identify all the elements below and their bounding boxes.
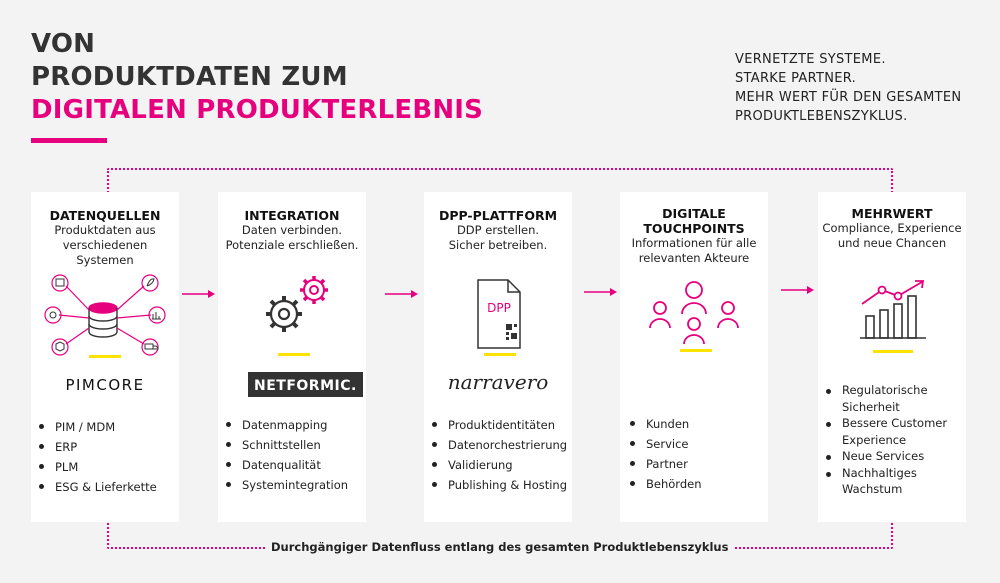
accent-bar (484, 353, 516, 356)
pimcore-logo: PIMCORE (65, 376, 145, 394)
arrow-right-icon (584, 288, 617, 296)
list-item: Partner (628, 454, 701, 474)
accent-bar (680, 349, 712, 352)
dataflow-label: Durchgängiger Datenfluss entlang des ges… (265, 540, 735, 554)
card-mehrwert: MEHRWERT Compliance, Experience und neue… (818, 192, 966, 522)
list-item: Datenmapping (224, 415, 348, 435)
list-item: Validierung (430, 455, 567, 475)
title-line: DIGITALE (662, 206, 726, 221)
bullet-list: Regulatorische Sicherheit Bessere Custom… (824, 382, 960, 498)
card-datenquellen: DATENQUELLEN Produktdaten aus verschiede… (31, 192, 179, 522)
subtitle-line: und neue Chancen (837, 236, 947, 250)
card-title: INTEGRATION (244, 208, 340, 223)
card-title: MEHRWERT (851, 206, 933, 221)
list-item: Publishing & Hosting (430, 475, 567, 495)
bullet-list: PIM / MDM ERP PLM ESG & Lieferkette (37, 417, 157, 497)
card-subtitle: DDP erstellen. Sicher betreiben. (428, 223, 568, 253)
title-line: TOUCHPOINTS (643, 221, 745, 236)
title-line-1: VON (31, 29, 96, 59)
tagline-line: VERNETZTE SYSTEME. (735, 52, 886, 67)
card-digitale-touchpoints: DIGITALE TOUCHPOINTS Informationen für a… (620, 192, 768, 522)
list-item: Datenorchestrierung (430, 435, 567, 455)
card-subtitle: Daten verbinden. Potenziale erschließen. (222, 223, 362, 253)
list-item: ESG & Lieferkette (37, 477, 157, 497)
list-item: Schnittstellen (224, 435, 348, 455)
subtitle-line: relevanten Akteure (638, 251, 750, 265)
netformic-logo: NETFORMIC. (248, 372, 363, 397)
subtitle-line: Daten verbinden. (241, 223, 343, 237)
narravero-logo: narravero (447, 370, 549, 394)
growth-chart-icon (860, 280, 926, 339)
card-dpp-plattform: DPP-PLATTFORM DDP erstellen. Sicher betr… (424, 192, 572, 522)
tagline-line: PRODUKTLEBENSZYKLUS. (735, 109, 908, 124)
card-subtitle: Informationen für alle relevanten Akteur… (624, 236, 764, 266)
card-title: DPP-PLATTFORM (438, 208, 558, 223)
list-item: Kunden (628, 414, 701, 434)
arrow-right-icon (781, 286, 814, 294)
list-item: Neue Services (824, 448, 960, 465)
page-title: VON PRODUKTDATEN ZUM DIGITALEN PRODUKTER… (31, 28, 483, 127)
card-subtitle: Compliance, Experience und neue Chancen (822, 221, 962, 251)
subtitle-line: DDP erstellen. (456, 223, 540, 237)
tagline: VERNETZTE SYSTEME. STARKE PARTNER. MEHR … (735, 50, 961, 126)
list-item: Systemintegration (224, 475, 348, 495)
tagline-line: STARKE PARTNER. (735, 71, 857, 86)
icon-label: DPP (487, 301, 511, 315)
list-item: Datenqualität (224, 455, 348, 475)
list-item: Regulatorische Sicherheit (824, 382, 960, 415)
list-item: PLM (37, 457, 157, 477)
list-item: Service (628, 434, 701, 454)
arrow-right-icon (182, 290, 215, 298)
list-item: Nachhaltiges Wachstum (824, 465, 960, 498)
title-line-3: DIGITALEN PRODUKTERLEBNIS (31, 95, 484, 125)
subtitle-line: Produktdaten aus (54, 223, 156, 237)
accent-bar (89, 355, 121, 358)
tagline-line: MEHR WERT FÜR DEN GESAMTEN (735, 90, 962, 105)
bullet-list: Kunden Service Partner Behörden (628, 414, 701, 494)
accent-bar (873, 350, 913, 353)
card-integration: INTEGRATION Daten verbinden. Potenziale … (218, 192, 366, 522)
list-item: PIM / MDM (37, 417, 157, 437)
list-item: Behörden (628, 474, 701, 494)
list-item: ERP (37, 437, 157, 457)
subtitle-line: Compliance, Experience (822, 221, 962, 235)
list-item: Produktidentitäten (430, 415, 567, 435)
database-hub-icon (44, 274, 166, 356)
people-network-icon (649, 281, 739, 345)
dpp-document-icon: DPP (477, 279, 521, 349)
gears-icon (266, 276, 328, 332)
card-title: DIGITALE TOUCHPOINTS (620, 206, 768, 236)
subtitle-line: Systemen (76, 253, 134, 267)
card-title: DATENQUELLEN (49, 208, 161, 223)
card-subtitle: Produktdaten aus verschiedenen Systemen (35, 223, 175, 268)
title-underline (31, 138, 107, 143)
arrow-right-icon (385, 290, 418, 298)
title-line-2: PRODUKTDATEN ZUM (31, 62, 348, 92)
subtitle-line: Informationen für alle (631, 236, 757, 250)
bullet-list: Produktidentitäten Datenorchestrierung V… (430, 415, 567, 495)
subtitle-line: verschiedenen (62, 238, 148, 252)
subtitle-line: Sicher betreiben. (448, 238, 548, 252)
accent-bar (278, 353, 310, 356)
list-item: Bessere Customer Experience (824, 415, 960, 448)
bullet-list: Datenmapping Schnittstellen Datenqualitä… (224, 415, 348, 495)
subtitle-line: Potenziale erschließen. (225, 238, 359, 252)
